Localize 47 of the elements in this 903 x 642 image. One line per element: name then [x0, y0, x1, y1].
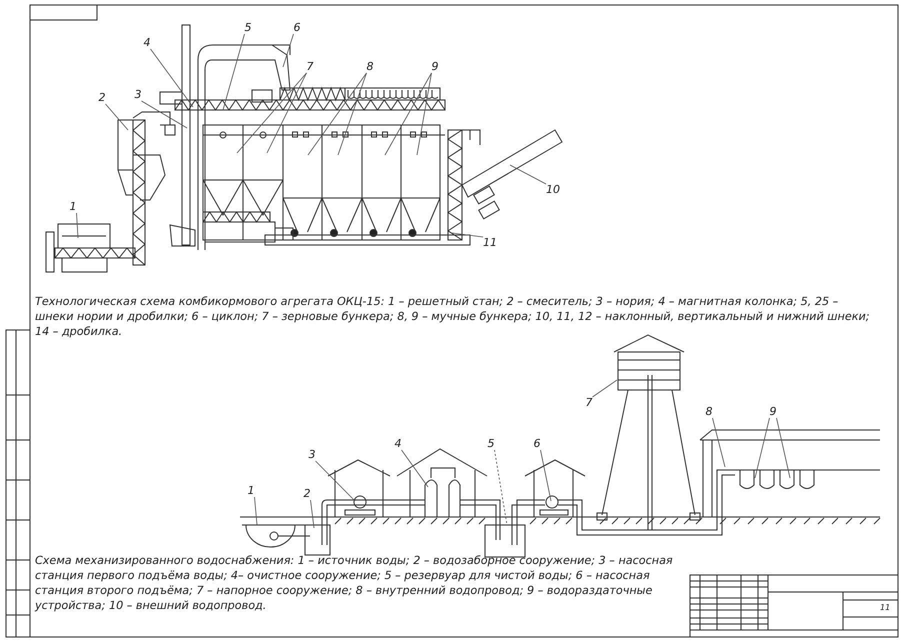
callout-number: 2 — [304, 488, 310, 500]
leader-line — [592, 380, 618, 398]
callout-number: 3 — [134, 89, 142, 101]
caption-text: Технологическая схема комбикормового агрегата ОКЦ-15: 1 – решетный стан; 2 – смеситель; 3 – нория; 4 – магнитная колонка; 5, 25 – шнеки нории и дробилки; 6 – циклон; 7 – зерновые бункера; 8, 9 – мучные бункера; 10, 11, 12 – наклонный, вертикальный и нижний шнеки; 14 – дробилка. — [35, 294, 871, 339]
callout-number: 4 — [394, 438, 402, 450]
leader-line — [105, 104, 128, 130]
leader-line — [416, 72, 432, 156]
leader-line — [510, 164, 546, 184]
callout-number: 11 — [483, 237, 497, 249]
leader-line — [540, 450, 552, 502]
callout-number: 7 — [586, 397, 592, 409]
callout-number: 9 — [432, 61, 438, 73]
leader-line — [315, 460, 356, 502]
callout-number: 5 — [488, 438, 494, 450]
callout-number: 1 — [248, 485, 254, 497]
callout-number: 9 — [770, 406, 776, 418]
callout-number: 3 — [308, 449, 316, 461]
callout-number: 2 — [98, 92, 106, 104]
callout-number: 5 — [244, 22, 252, 34]
leader-line — [452, 232, 484, 238]
leader-line — [384, 72, 432, 156]
leader-line — [254, 496, 258, 526]
leader-line — [308, 72, 367, 156]
callout-number: 8 — [366, 61, 374, 73]
leader-line — [236, 72, 307, 154]
callout-number: 10 — [546, 184, 560, 196]
callout-number: 6 — [294, 22, 300, 34]
callout-number: 1 — [70, 201, 76, 213]
leader-line — [754, 418, 770, 478]
leader-line — [338, 72, 367, 156]
caption-text: Схема механизированного водоснабжения: 1 – источник воды; 2 – водозаборное сооружение; 3 – насосная станция первого подъёма воды; 4– очистное сооружение; 5 – резервуар для чистой воды; 6 – насосная станция второго подъёма; 7 – напорное сооружение; 8 – внутренний водопровод; 9 – водораздаточные устройства; 10 – внешний водопровод. — [35, 553, 674, 613]
callout-number: 6 — [534, 438, 540, 450]
leader-line — [222, 34, 245, 110]
callout-number: 4 — [144, 37, 150, 49]
callout-number: 8 — [706, 406, 712, 418]
leader-line — [776, 418, 790, 478]
leader-line — [150, 48, 194, 108]
leader-line — [282, 34, 294, 68]
leader-line — [310, 500, 314, 528]
leader-line — [266, 72, 307, 154]
leader-line — [494, 450, 508, 526]
leader-line — [76, 212, 78, 238]
callout-number: 7 — [306, 61, 314, 73]
sheet-number: 11 — [880, 603, 892, 612]
leader-line — [141, 100, 188, 128]
leader-line — [401, 450, 428, 488]
leader-line — [712, 418, 726, 468]
